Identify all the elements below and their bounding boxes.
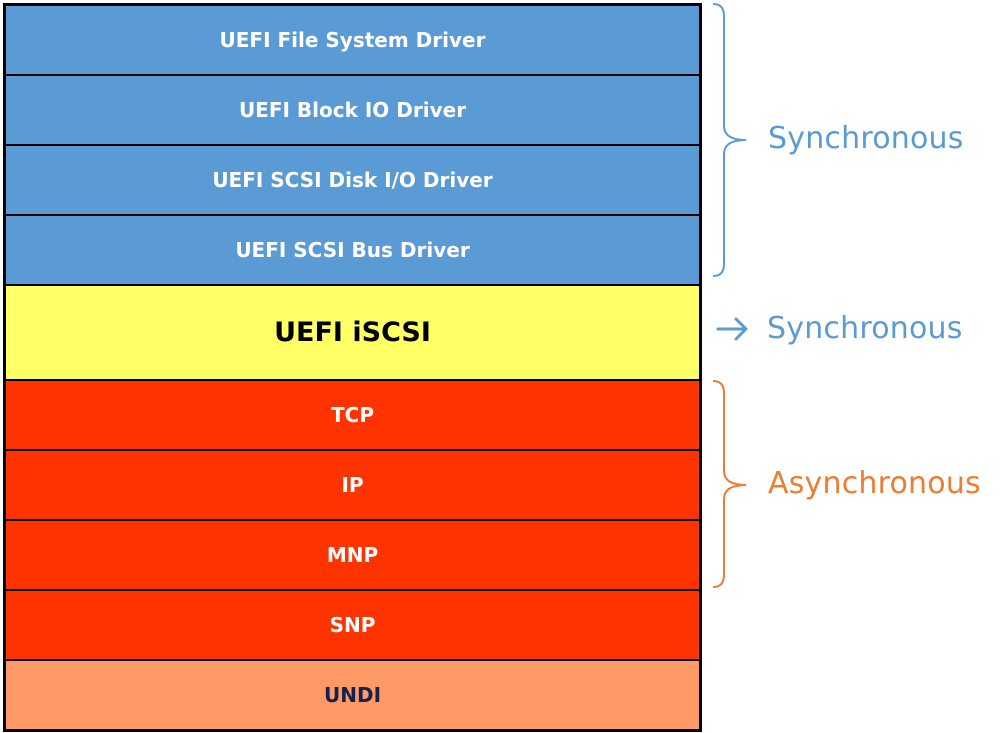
annotation-middle-synchronous: Synchronous bbox=[767, 311, 963, 346]
layer-uefi-file-system-driver: UEFI File System Driver bbox=[6, 6, 699, 76]
layer-label: UEFI SCSI Bus Driver bbox=[235, 238, 470, 262]
layer-label: UNDI bbox=[323, 683, 382, 707]
layer-label: UEFI SCSI Disk I/O Driver bbox=[212, 168, 493, 192]
layer-undi: UNDI bbox=[6, 661, 699, 729]
layer-mnp: MNP bbox=[6, 521, 699, 591]
annotation-lower-asynchronous: Asynchronous bbox=[768, 466, 981, 501]
protocol-stack: UEFI File System Driver UEFI Block IO Dr… bbox=[3, 3, 702, 732]
right-brace-icon bbox=[712, 3, 747, 277]
layer-label: MNP bbox=[326, 543, 379, 567]
layer-label: UEFI File System Driver bbox=[219, 28, 486, 52]
annotation-label: Asynchronous bbox=[768, 466, 981, 501]
layer-label: IP bbox=[341, 473, 364, 497]
annotation-label: Synchronous bbox=[767, 311, 963, 346]
layer-tcp: TCP bbox=[6, 381, 699, 451]
right-brace-icon bbox=[712, 380, 747, 588]
layer-label: UEFI iSCSI bbox=[274, 317, 431, 348]
layer-label: TCP bbox=[331, 403, 374, 427]
right-arrow-icon bbox=[716, 317, 748, 341]
layer-ip: IP bbox=[6, 451, 699, 521]
annotation-upper-synchronous: Synchronous bbox=[768, 121, 964, 156]
layer-snp: SNP bbox=[6, 591, 699, 661]
annotation-label: Synchronous bbox=[768, 121, 964, 156]
layer-uefi-iscsi: UEFI iSCSI bbox=[6, 286, 699, 381]
layer-uefi-block-io-driver: UEFI Block IO Driver bbox=[6, 76, 699, 146]
layer-label: UEFI Block IO Driver bbox=[238, 98, 467, 122]
layer-uefi-scsi-disk-io-driver: UEFI SCSI Disk I/O Driver bbox=[6, 146, 699, 216]
layer-label: SNP bbox=[329, 613, 376, 637]
layer-uefi-scsi-bus-driver: UEFI SCSI Bus Driver bbox=[6, 216, 699, 286]
